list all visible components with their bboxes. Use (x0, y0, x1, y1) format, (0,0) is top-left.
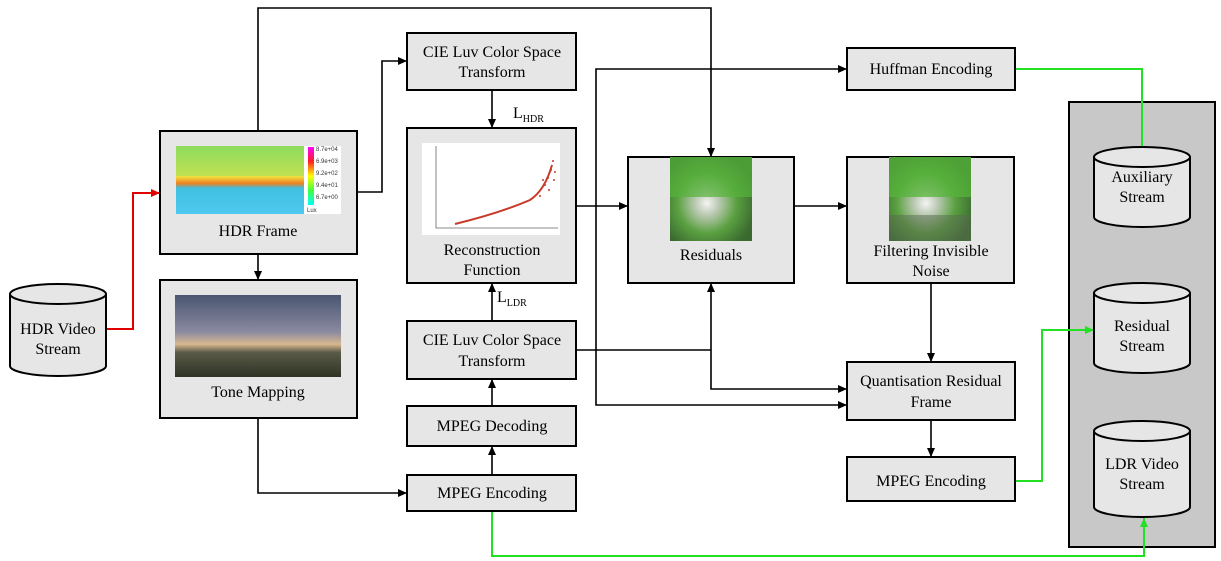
cie-bottom-label-2: Transform (459, 353, 527, 370)
reconstruction-plot (422, 143, 560, 235)
l-ldr-label: LLDR (497, 289, 527, 309)
quantisation-residual-box: Quantisation Residual Frame (846, 361, 1016, 421)
tonemap-to-mpeg-arrow (257, 418, 407, 497)
reconstruction-function-box: Reconstruction Function (406, 127, 577, 284)
quantisation-label-1: Quantisation Residual (860, 373, 1002, 390)
colorbar-tick-4: 6.7e+00 (316, 195, 339, 201)
filtering-label-2: Noise (912, 263, 949, 280)
mpeg-encoding-left-box: MPEG Encoding (406, 474, 577, 512)
l-hdr-label: LHDR (513, 105, 544, 125)
ldr-video-label-1: LDR Video (1105, 456, 1179, 473)
mpeg-to-residual-stream-arrow (1015, 326, 1094, 482)
residuals-label: Residuals (680, 247, 742, 264)
filtering-noise-box: Filtering Invisible Noise (846, 156, 1015, 284)
bus-to-huffman-arrow (595, 65, 847, 206)
huffman-label: Huffman Encoding (870, 61, 993, 78)
hdr-frame-to-cie-arrow (357, 57, 407, 193)
huffman-to-auxiliary-arrow (1015, 68, 1146, 155)
tone-mapping-label: Tone Mapping (211, 384, 305, 401)
hdr-video-stream-cylinder: HDR Video Stream (9, 283, 107, 377)
ldr-video-stream-cylinder: LDR Video Stream (1093, 420, 1191, 518)
colorbar-tick-3: 9.4e+01 (316, 183, 339, 189)
mpeg-decoding-label: MPEG Decoding (437, 418, 548, 435)
reconstruction-label-1: Reconstruction (444, 242, 541, 259)
residual-stream-label-1: Residual (1114, 318, 1171, 335)
colorbar-tick-0: 8.7e+04 (316, 147, 339, 153)
huffman-encoding-box: Huffman Encoding (846, 47, 1016, 91)
hdr-video-stream-label-2: Stream (35, 341, 81, 358)
reconstruction-curve (454, 164, 553, 225)
tone-mapped-image (175, 295, 341, 377)
tone-mapping-box: Tone Mapping (159, 279, 358, 419)
colorbar-unit: Lux (307, 208, 317, 214)
auxiliary-label-2: Stream (1119, 189, 1165, 206)
residual-stream-cylinder: Residual Stream (1093, 282, 1191, 374)
cie-transform-top-box: CIE Luv Color Space Transform (406, 32, 577, 91)
mpeg-encoding-right-box: MPEG Encoding (846, 456, 1016, 502)
mpeg-to-ldr-stream-arrow (491, 511, 1148, 557)
ldr-video-label-2: Stream (1119, 476, 1165, 493)
reconstruction-label-2: Function (464, 262, 521, 279)
hdr-frame-to-residuals-arrow (257, 7, 715, 157)
bus-to-quantisation-arrow (595, 206, 847, 409)
filtering-label-1: Filtering Invisible (873, 243, 988, 260)
auxiliary-label-1: Auxiliary (1111, 169, 1172, 186)
residuals-box: Residuals (627, 156, 795, 284)
auxiliary-stream-cylinder: Auxiliary Stream (1093, 146, 1191, 228)
cie-transform-bottom-box: CIE Luv Color Space Transform (406, 320, 577, 380)
cie-bottom-to-quantisation-arrow (710, 350, 847, 393)
hdr-frame-label: HDR Frame (219, 223, 298, 240)
residual-stream-label-2: Stream (1119, 338, 1165, 355)
cie-top-label-1: CIE Luv Color Space (423, 44, 561, 61)
colorbar-tick-2: 9.2e+02 (316, 171, 339, 177)
cie-bottom-label-1: CIE Luv Color Space (423, 332, 561, 349)
mpeg-encoding-right-label: MPEG Encoding (876, 473, 986, 490)
cie-top-label-2: Transform (459, 64, 527, 81)
colorbar-tick-1: 6.9e+03 (316, 159, 339, 165)
mpeg-decoding-box: MPEG Decoding (406, 405, 577, 447)
quantisation-label-2: Frame (911, 394, 952, 411)
hdr-colorbar (308, 147, 314, 205)
hdr-frame-box: 8.7e+04 6.9e+03 9.2e+02 9.4e+01 6.7e+00 … (159, 130, 358, 255)
hdr-input-arrow (106, 189, 160, 330)
hdr-video-stream-label-1: HDR Video (20, 321, 96, 338)
mpeg-encoding-left-label: MPEG Encoding (437, 485, 547, 502)
